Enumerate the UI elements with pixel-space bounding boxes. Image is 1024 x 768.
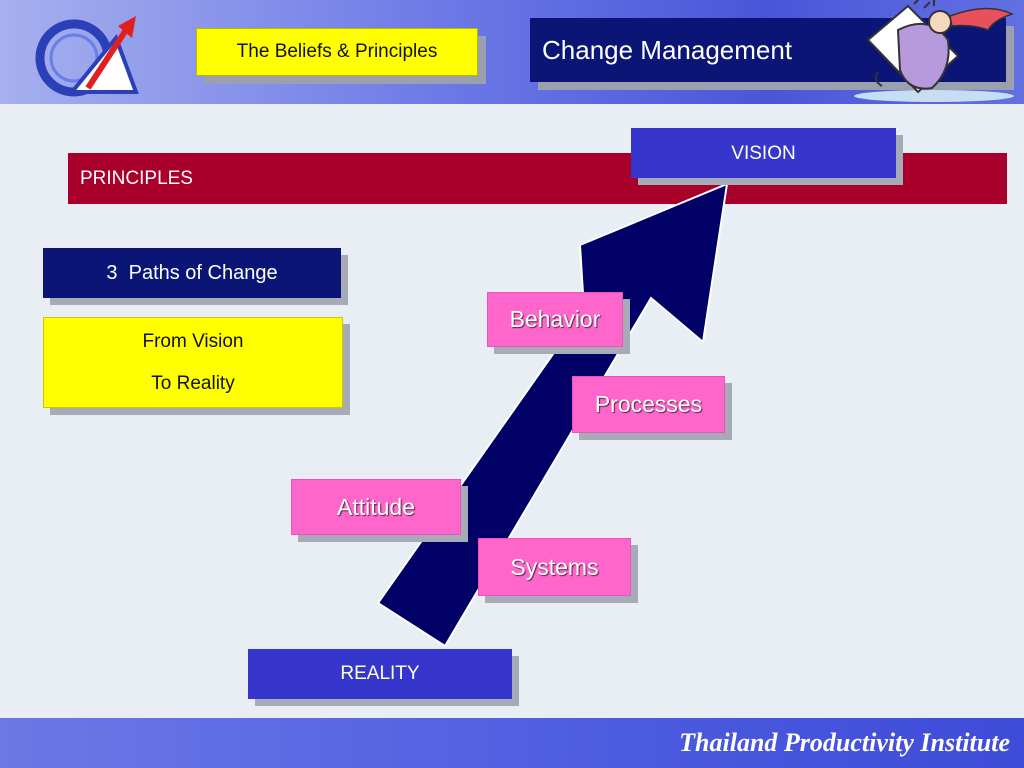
vision-label: VISION <box>731 143 796 164</box>
step-systems-label: Systems <box>510 553 599 580</box>
reality-box: REALITY <box>248 649 512 699</box>
from-vision-to-reality-box: From Vision To Reality <box>43 317 343 408</box>
principles-label: PRINCIPLES <box>80 167 193 189</box>
step-attitude-label: Attitude <box>337 493 415 520</box>
paths-of-change-box: 3 Paths of Change <box>43 248 341 298</box>
step-processes-label: Processes <box>594 391 703 417</box>
footer-org-name: Thailand Productivity Institute <box>679 728 1010 757</box>
cartoon-figure-icon <box>854 0 1014 102</box>
step-behavior: Behavior <box>487 292 623 347</box>
tpi-logo-icon <box>35 16 139 97</box>
paths-label: 3 Paths of Change <box>106 261 278 284</box>
from-vision-text: From Vision <box>142 330 244 352</box>
vision-box: VISION <box>631 128 896 178</box>
page-title: Change Management <box>542 34 793 65</box>
subtitle-box: The Beliefs & Principles <box>196 28 478 76</box>
step-processes: Processes <box>572 376 725 433</box>
step-systems: Systems <box>478 538 631 596</box>
step-attitude: Attitude <box>291 479 461 535</box>
footer-band <box>0 718 1024 768</box>
reality-label: REALITY <box>340 663 420 684</box>
step-behavior-label: Behavior <box>509 306 601 332</box>
subtitle-text: The Beliefs & Principles <box>236 41 438 62</box>
to-reality-text: To Reality <box>151 372 235 394</box>
